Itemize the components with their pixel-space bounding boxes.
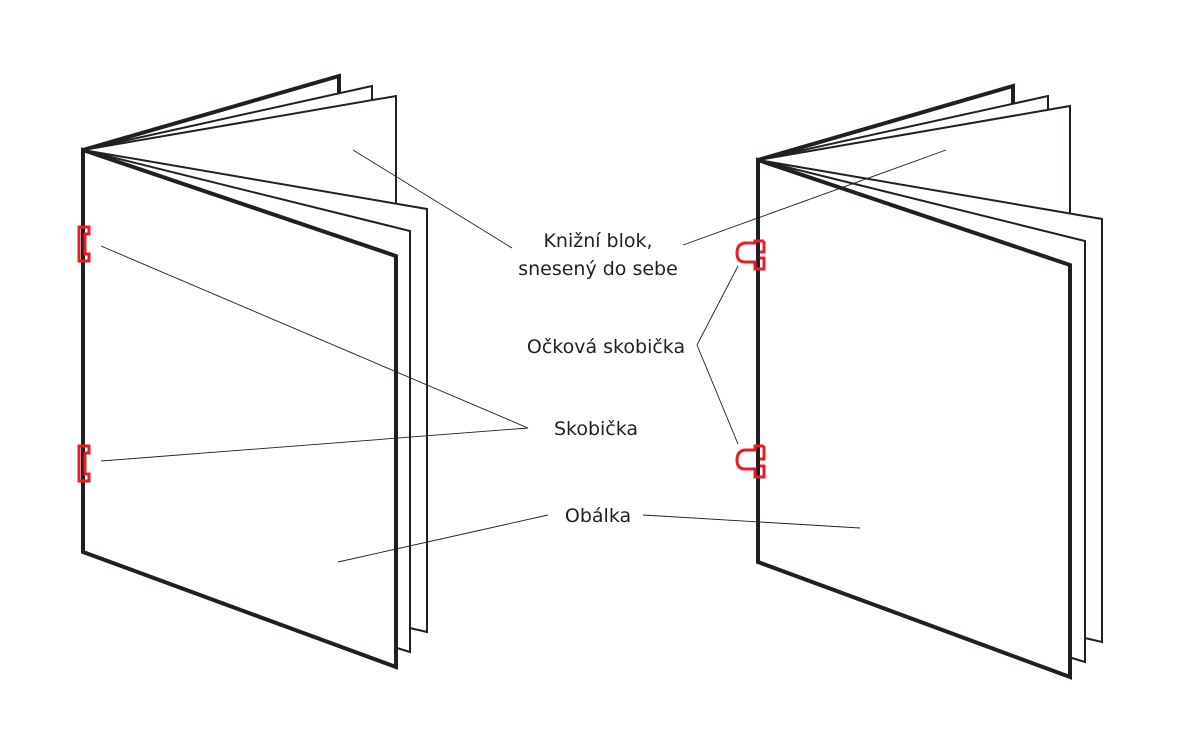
staple-bottom-icon xyxy=(77,444,91,483)
label-loop-staple: Očková skobička xyxy=(527,336,685,358)
leader-lines xyxy=(100,149,947,563)
label-book-block-line2: snesený do sebe xyxy=(518,258,678,280)
loop-staple-top-icon xyxy=(735,239,766,271)
back-page-1 xyxy=(757,94,1049,161)
label-book-block-line1: Knižní blok, xyxy=(543,230,652,252)
staple-top-icon xyxy=(77,225,91,263)
front-cover xyxy=(81,147,398,670)
back-cover-flap xyxy=(82,73,341,152)
front-cover xyxy=(756,157,1072,680)
label-cover: Obálka xyxy=(565,505,631,527)
label-staple: Skobička xyxy=(554,418,638,440)
back-page-1 xyxy=(82,84,373,151)
back-page-2 xyxy=(757,104,1071,214)
back-cover-flap xyxy=(757,83,1015,162)
back-page-2 xyxy=(82,94,397,205)
left-booklet-saddle-stitch xyxy=(77,73,428,670)
loop-staple-bottom-icon xyxy=(735,444,766,479)
right-booklet-loop-stitch xyxy=(735,83,1103,680)
